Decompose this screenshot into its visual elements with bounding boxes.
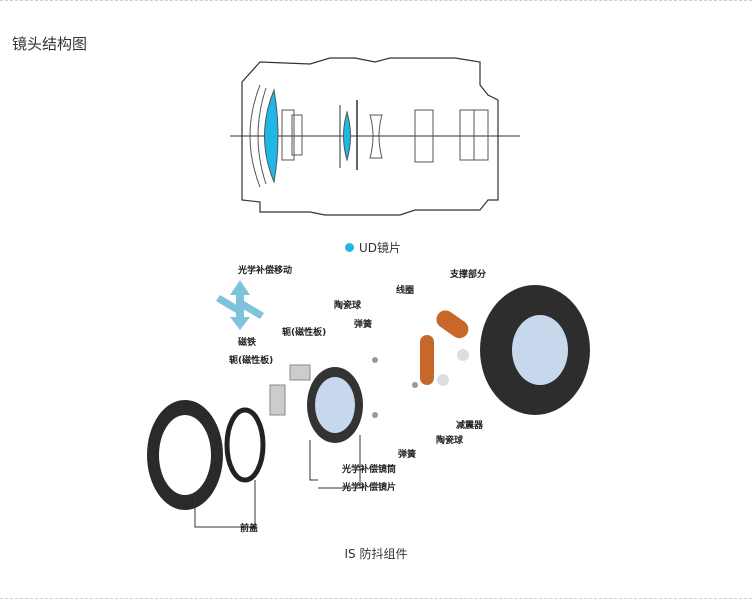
label-support: 支撑部分 bbox=[450, 270, 487, 280]
label-spring-top: 弹簧 bbox=[354, 320, 373, 330]
label-damper: 减震器 bbox=[456, 421, 484, 431]
label-coil: 线圈 bbox=[396, 286, 415, 296]
bottom-divider bbox=[0, 598, 752, 599]
ud-legend-label: UD镜片 bbox=[359, 241, 402, 255]
label-yoke-top: 轭(磁性板) bbox=[282, 328, 327, 338]
ud-legend: UD镜片 bbox=[345, 239, 401, 256]
label-barrel: 光学补偿镜筒 bbox=[342, 465, 397, 475]
is-unit-diagram: 光学补偿移动 支撑部分 线圈 陶瓷球 弹簧 轭(磁性板) 磁铁 轭(磁性板) 减… bbox=[140, 255, 610, 540]
section-title: 镜头结构图 bbox=[12, 35, 88, 53]
label-movement: 光学补偿移动 bbox=[238, 266, 293, 276]
ud-dot-icon bbox=[345, 243, 354, 252]
label-ceramic-ball-top: 陶瓷球 bbox=[334, 301, 362, 311]
label-ceramic-ball-bottom: 陶瓷球 bbox=[436, 436, 464, 446]
label-yoke-left: 轭(磁性板) bbox=[229, 356, 274, 366]
label-front-cover: 前盖 bbox=[240, 524, 259, 534]
label-magnet: 磁铁 bbox=[238, 338, 257, 348]
top-divider bbox=[0, 0, 752, 1]
label-spring-bottom: 弹簧 bbox=[398, 450, 417, 460]
is-unit-caption: IS 防抖组件 bbox=[344, 547, 408, 561]
movement-arrows-icon bbox=[216, 280, 264, 330]
is-unit-illustration bbox=[147, 280, 590, 528]
lens-structure-diagram bbox=[230, 57, 520, 216]
label-lens: 光学补偿镜片 bbox=[342, 483, 397, 493]
